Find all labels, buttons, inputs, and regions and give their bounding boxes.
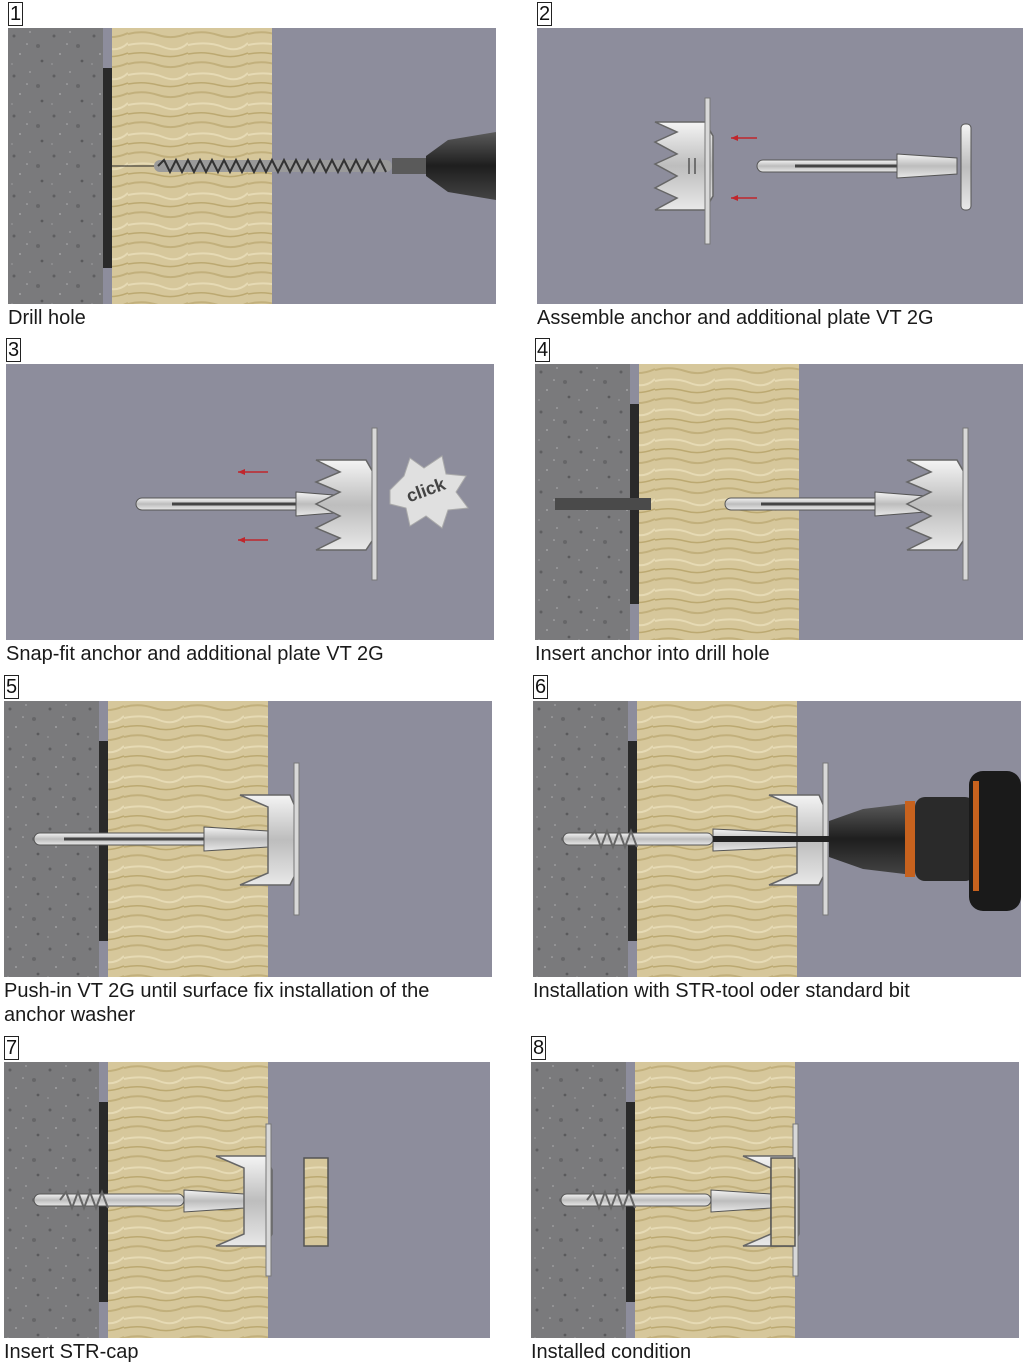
step-number: 1 bbox=[8, 2, 23, 26]
illustration-insert-cap bbox=[4, 1062, 490, 1338]
step-caption: Insert anchor into drill hole bbox=[535, 643, 770, 665]
plate-icon bbox=[653, 97, 714, 245]
arrow-icon bbox=[238, 469, 268, 543]
plate-icon bbox=[905, 427, 969, 581]
cap-icon bbox=[303, 1157, 329, 1247]
screw-icon bbox=[562, 828, 714, 850]
step-caption: Drill hole bbox=[8, 307, 86, 329]
drill-icon bbox=[154, 132, 496, 200]
concrete-wall bbox=[8, 28, 103, 304]
step-caption: Installed condition bbox=[531, 1341, 692, 1363]
illustration-push-in bbox=[4, 701, 492, 977]
screw-icon bbox=[560, 1189, 712, 1211]
anchor-icon bbox=[756, 123, 972, 211]
step-number: 6 bbox=[533, 675, 548, 699]
step-caption: Insert STR-cap bbox=[4, 1341, 139, 1363]
step-number: 3 bbox=[6, 338, 21, 362]
anchor-icon bbox=[33, 826, 269, 852]
adhesive-layer bbox=[103, 68, 112, 268]
step-number: 7 bbox=[4, 1036, 19, 1060]
plate-icon bbox=[215, 1123, 273, 1277]
click-burst-icon bbox=[389, 455, 469, 529]
arrow-icon bbox=[731, 135, 757, 201]
illustration-drill-hole bbox=[8, 28, 496, 304]
step-caption: Push-in VT 2G until surface fix installa… bbox=[4, 980, 430, 1026]
step-caption: Installation with STR-tool oder standard… bbox=[533, 980, 910, 1002]
step-caption: Assemble anchor and additional plate VT … bbox=[537, 307, 934, 329]
plate-icon bbox=[314, 427, 378, 581]
cap-icon bbox=[770, 1157, 796, 1247]
illustration-str-tool bbox=[533, 701, 1021, 977]
illustration-snap-fit: click bbox=[6, 364, 494, 640]
anchor-icon bbox=[710, 1189, 772, 1213]
step-number: 5 bbox=[4, 675, 19, 699]
step-number: 4 bbox=[535, 338, 550, 362]
step-number: 8 bbox=[531, 1036, 546, 1060]
screw-icon bbox=[33, 1189, 185, 1211]
illustration-assemble-anchor bbox=[537, 28, 1023, 304]
illustration-insert-anchor bbox=[535, 364, 1023, 640]
plate-icon bbox=[239, 762, 300, 916]
step-caption: Snap-fit anchor and additional plate VT … bbox=[6, 643, 384, 665]
illustration-installed bbox=[531, 1062, 1019, 1338]
drill-icon bbox=[713, 771, 1021, 911]
step-number: 2 bbox=[537, 2, 552, 26]
anchor-icon bbox=[183, 1189, 245, 1213]
